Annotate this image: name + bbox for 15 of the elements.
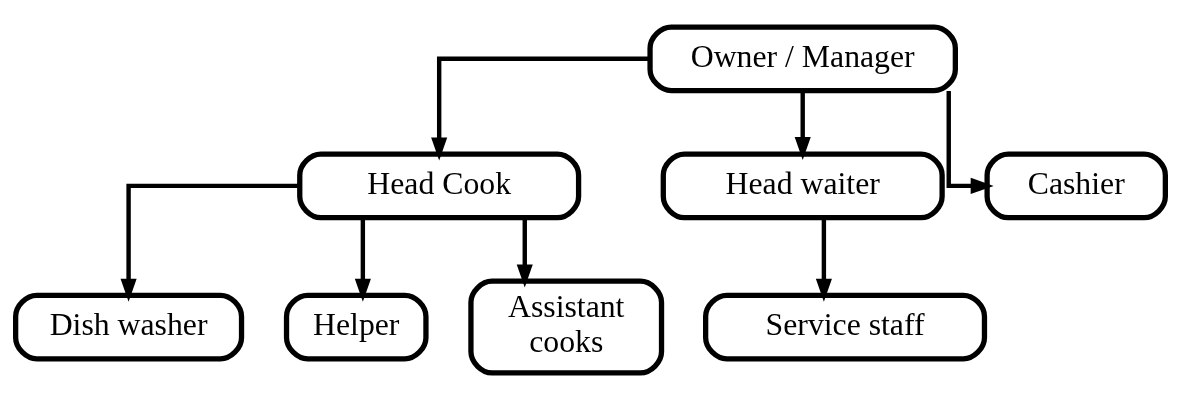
- arrow: [431, 56, 650, 161]
- arrow: [120, 183, 300, 302]
- node-box: Head waiter: [660, 151, 945, 221]
- arrow: [794, 90, 811, 161]
- node-box: Dish washer: [13, 292, 245, 362]
- arrow: [946, 90, 994, 194]
- arrow: [516, 217, 533, 288]
- node-box: Owner / Manager: [647, 24, 958, 94]
- arrow: [815, 217, 832, 302]
- node-box: Service staff: [703, 292, 988, 362]
- node-box: Cashier: [984, 151, 1168, 221]
- arrow: [354, 217, 371, 302]
- node-box: Assistant cooks: [468, 278, 665, 376]
- node-box: Helper: [283, 292, 429, 362]
- node-box: Head Cook: [297, 151, 582, 221]
